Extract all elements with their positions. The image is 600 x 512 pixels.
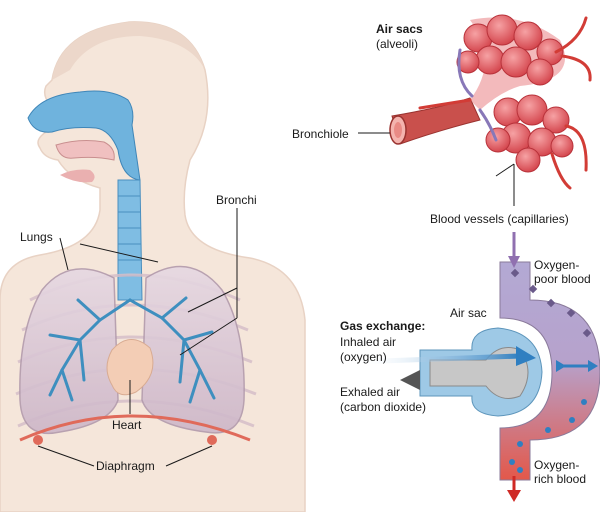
capillary-gas-exchange [354,232,600,502]
inhaled-air-label-line2: (oxygen) [340,350,387,364]
blood-vessels-label: Blood vessels (capillaries) [430,212,569,226]
oxygen-rich-label-line2: rich blood [534,472,587,486]
bronchiole-label: Bronchiole [292,127,349,141]
inhaled-air-label-line1: Inhaled air [340,335,397,349]
oxygen-rich-label-line1: Oxygen- [534,458,580,472]
torso-silhouette [0,21,306,512]
lungs [19,265,245,434]
alveoli-label: (alveoli) [376,37,419,51]
air-sac-label: Air sac [450,306,487,320]
diaphragm [19,414,251,445]
bronchiole-tube [389,97,481,145]
heart-label: Heart [112,418,142,432]
leader-lines [37,132,515,467]
bronchi-label: Bronchi [216,193,257,207]
gas-exchange-label: Gas exchange: [340,319,426,333]
exhaled-air-label-line2: (carbon dioxide) [340,400,427,414]
alveoli-cluster [389,14,592,190]
diaphragm-label: Diaphragm [96,459,155,473]
oxygen-poor-label-line1: Oxygen- [534,258,580,272]
trachea [117,179,143,301]
air-sacs-label: Air sacs [376,22,423,36]
upper-airway [27,90,141,183]
oxygen-poor-label-line2: poor blood [534,272,591,286]
exhaled-air-label-line1: Exhaled air [340,385,401,399]
lungs-label: Lungs [20,230,53,244]
heart [106,339,154,396]
